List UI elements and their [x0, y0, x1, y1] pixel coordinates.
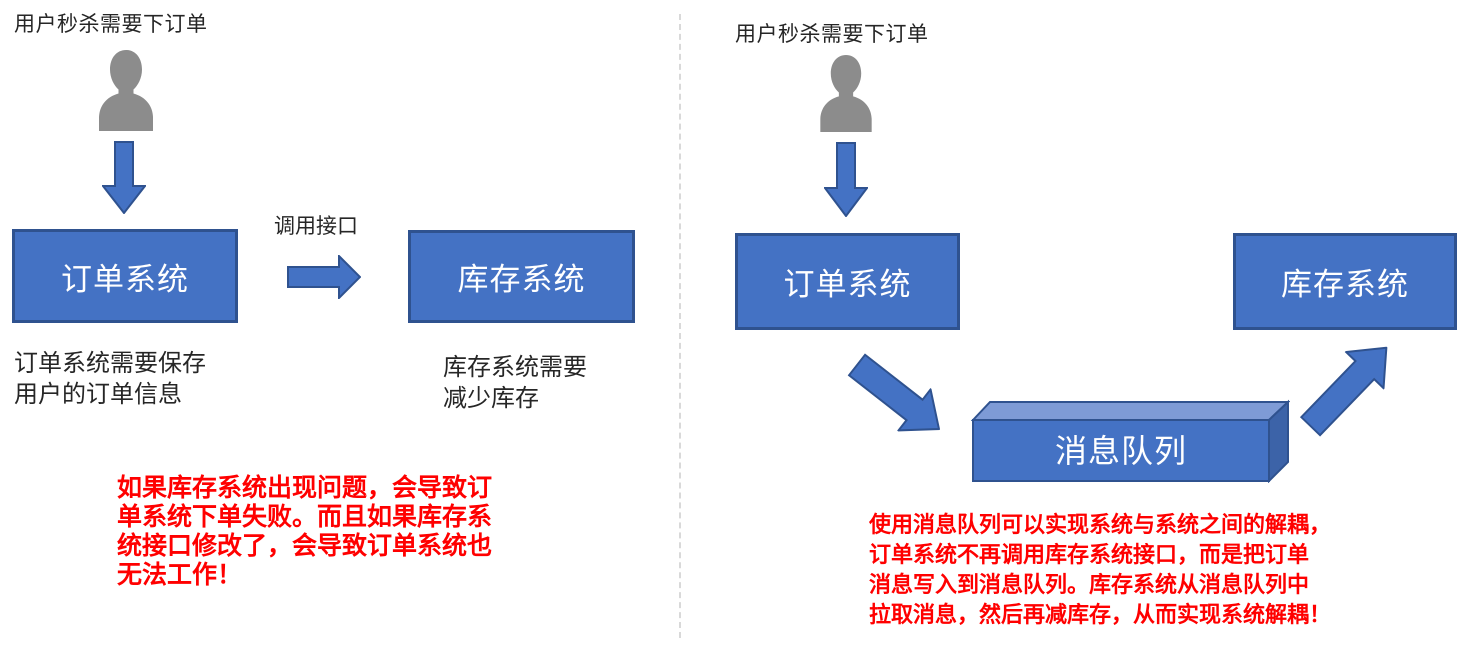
inventory-system-box: 库存系统	[408, 230, 635, 323]
inventory-system-box: 库存系统	[1233, 233, 1457, 330]
person-icon	[99, 50, 153, 131]
down-right-arrow-icon	[847, 353, 941, 432]
right-title: 用户秒杀需要下订单	[735, 23, 929, 46]
order-system-box: 订单系统	[735, 233, 960, 330]
right-arrow-icon	[287, 255, 361, 299]
order-system-box: 订单系统	[12, 229, 238, 323]
left-title: 用户秒杀需要下订单	[14, 13, 208, 36]
right-warning-text: 使用消息队列可以实现系统与系统之间的解耦， 订单系统不再调用库存系统接口，而是把…	[869, 512, 1332, 627]
inventory-system-caption: 库存系统需要 减少库存	[443, 354, 587, 412]
person-icon	[820, 55, 872, 132]
panel-divider	[679, 14, 681, 638]
inventory-system-label: 库存系统	[1281, 267, 1409, 302]
message-queue-label: 消息队列	[1055, 433, 1187, 469]
message-queue-box: 消息队列	[971, 399, 1290, 483]
call-interface-label: 调用接口	[274, 215, 358, 238]
inventory-system-label: 库存系统	[457, 262, 586, 297]
order-system-label: 订单系统	[61, 261, 189, 297]
down-arrow-icon	[102, 141, 146, 214]
order-system-caption: 订单系统需要保存 用户的订单信息	[14, 350, 206, 408]
up-right-arrow-icon	[1299, 346, 1388, 437]
left-warning-text: 如果库存系统出现问题，会导致订 单系统下单失败。而且如果库存系 统接口修改了，会…	[117, 474, 493, 589]
order-system-label: 订单系统	[783, 267, 912, 302]
down-arrow-icon	[824, 142, 868, 217]
